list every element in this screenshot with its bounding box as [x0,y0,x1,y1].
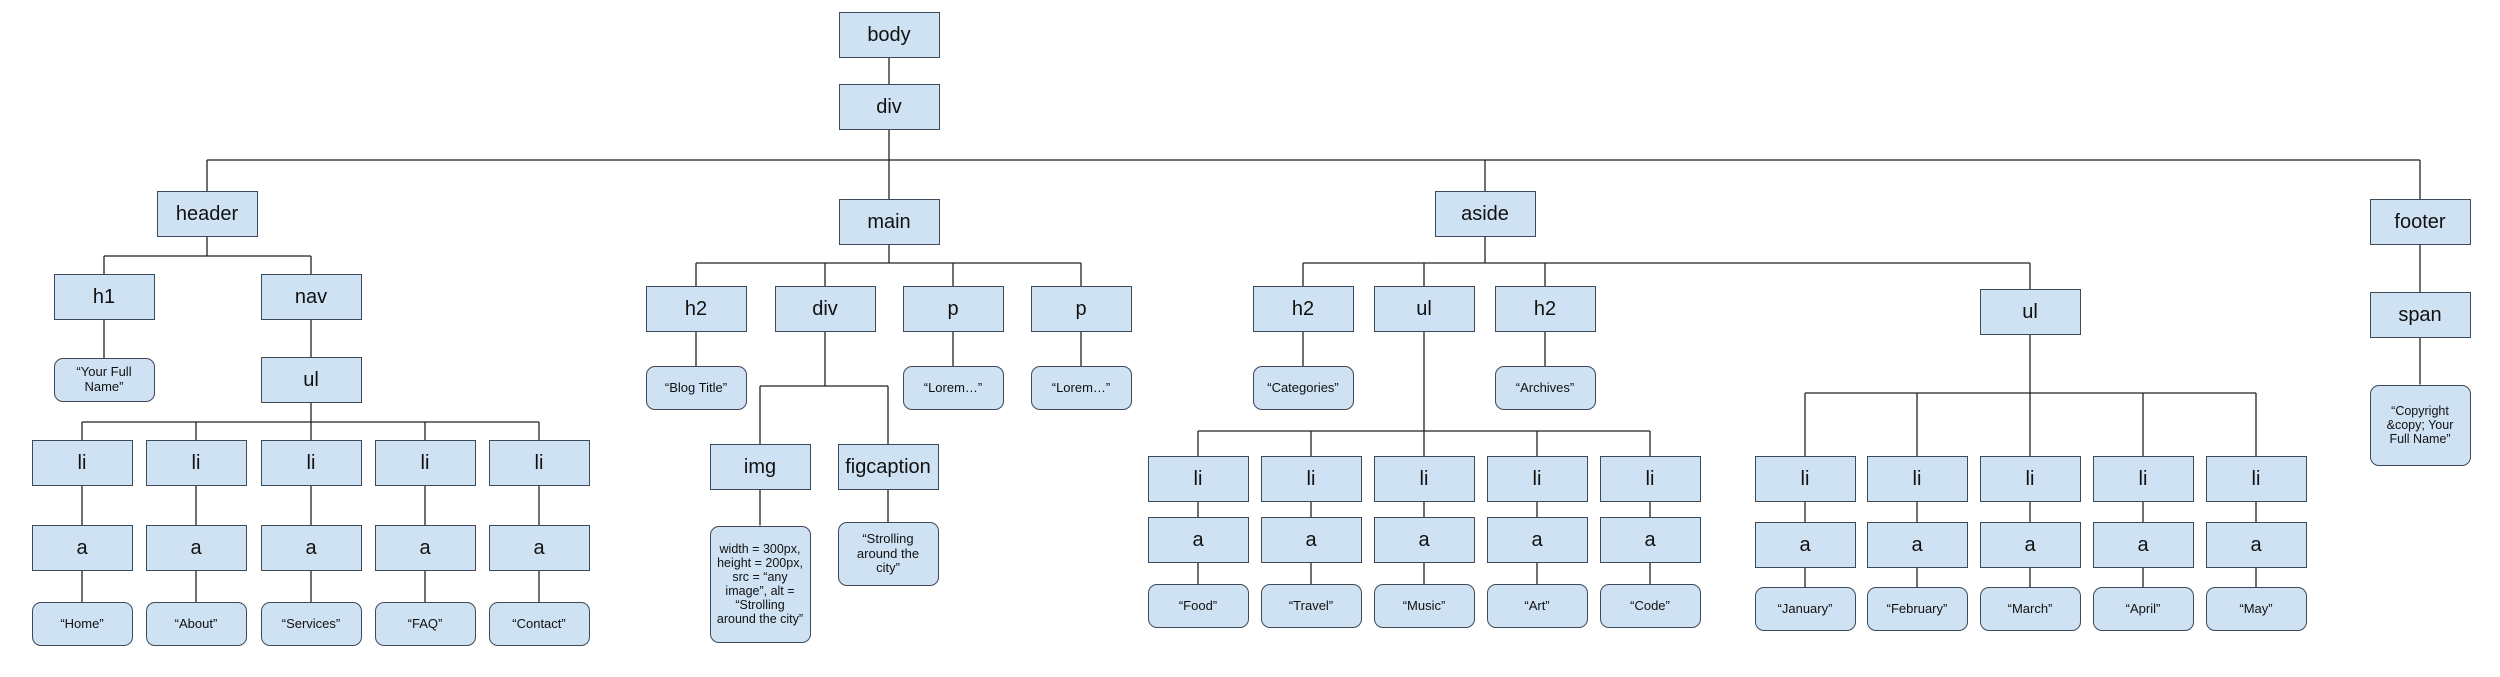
node-cat-li-3: li [1373,456,1475,502]
node-nav-ul: ul [260,357,362,403]
node-header: header [156,191,258,237]
node-cat-li-1: li [1147,456,1249,502]
node-cat-t-2: “Travel” [1260,584,1362,628]
node-nav-li-2: li [145,440,247,486]
node-aside-ul-1: ul [1373,286,1475,332]
node-cat-a-1: a [1147,517,1249,563]
node-aside-ul-2: ul [1979,289,2081,335]
node-aside-h2-2-text: “Archives” [1494,366,1596,410]
node-arc-li-4: li [2092,456,2194,502]
node-aside-h2-2: h2 [1494,286,1596,332]
node-arc-t-4: “April” [2092,587,2194,631]
node-arc-a-4: a [2092,522,2194,568]
node-cat-a-5: a [1599,517,1701,563]
node-nav-li-1: li [31,440,133,486]
node-cat-a-2: a [1260,517,1362,563]
node-arc-a-2: a [1866,522,1968,568]
node-cat-t-3: “Music” [1373,584,1475,628]
node-cat-li-2: li [1260,456,1362,502]
node-arc-t-2: “February” [1866,587,1968,631]
node-figcaption-text: “Strolling around the city” [837,522,939,586]
node-main: main [838,199,940,245]
node-main-h2: h2 [645,286,747,332]
node-cat-t-5: “Code” [1599,584,1701,628]
node-main-div: div [774,286,876,332]
node-span-text: “Copyright &copy; Your Full Name” [2369,384,2471,466]
node-nav-t-1: “Home” [31,602,133,646]
node-h1: h1 [53,274,155,320]
node-cat-a-3: a [1373,517,1475,563]
node-nav-a-5: a [488,525,590,571]
node-figcaption: figcaption [837,444,939,490]
node-footer: footer [2369,199,2471,245]
node-nav-li-5: li [488,440,590,486]
node-main-p2-text: “Lorem…” [1030,366,1132,410]
node-cat-li-5: li [1599,456,1701,502]
node-nav-li-4: li [374,440,476,486]
node-img: img [709,444,811,490]
node-span: span [2369,292,2471,338]
node-arc-a-1: a [1754,522,1856,568]
node-nav: nav [260,274,362,320]
node-img-attrs: width = 300px, height = 200px, src = “an… [709,525,811,643]
node-aside: aside [1434,191,1536,237]
node-aside-h2-1: h2 [1252,286,1354,332]
node-nav-a-1: a [31,525,133,571]
node-main-p1-text: “Lorem…” [902,366,1004,410]
node-arc-t-5: “May” [2205,587,2307,631]
node-nav-li-3: li [260,440,362,486]
node-body: body [838,12,940,58]
node-aside-h2-1-text: “Categories” [1252,366,1354,410]
node-arc-li-3: li [1979,456,2081,502]
node-arc-li-2: li [1866,456,1968,502]
node-nav-a-3: a [260,525,362,571]
node-nav-t-2: “About” [145,602,247,646]
node-nav-t-4: “FAQ” [374,602,476,646]
node-main-p2: p [1030,286,1132,332]
node-nav-a-2: a [145,525,247,571]
node-cat-li-4: li [1486,456,1588,502]
node-cat-t-1: “Food” [1147,584,1249,628]
node-arc-t-3: “March” [1979,587,2081,631]
node-arc-t-1: “January” [1754,587,1856,631]
node-nav-a-4: a [374,525,476,571]
node-nav-t-5: “Contact” [488,602,590,646]
node-h1-text: “Your Full Name” [53,358,155,402]
node-div: div [838,84,940,130]
node-cat-a-4: a [1486,517,1588,563]
node-nav-t-3: “Services” [260,602,362,646]
node-main-p1: p [902,286,1004,332]
node-main-h2-text: “Blog Title” [645,366,747,410]
node-arc-li-1: li [1754,456,1856,502]
node-arc-li-5: li [2205,456,2307,502]
node-arc-a-5: a [2205,522,2307,568]
node-arc-a-3: a [1979,522,2081,568]
node-cat-t-4: “Art” [1486,584,1588,628]
